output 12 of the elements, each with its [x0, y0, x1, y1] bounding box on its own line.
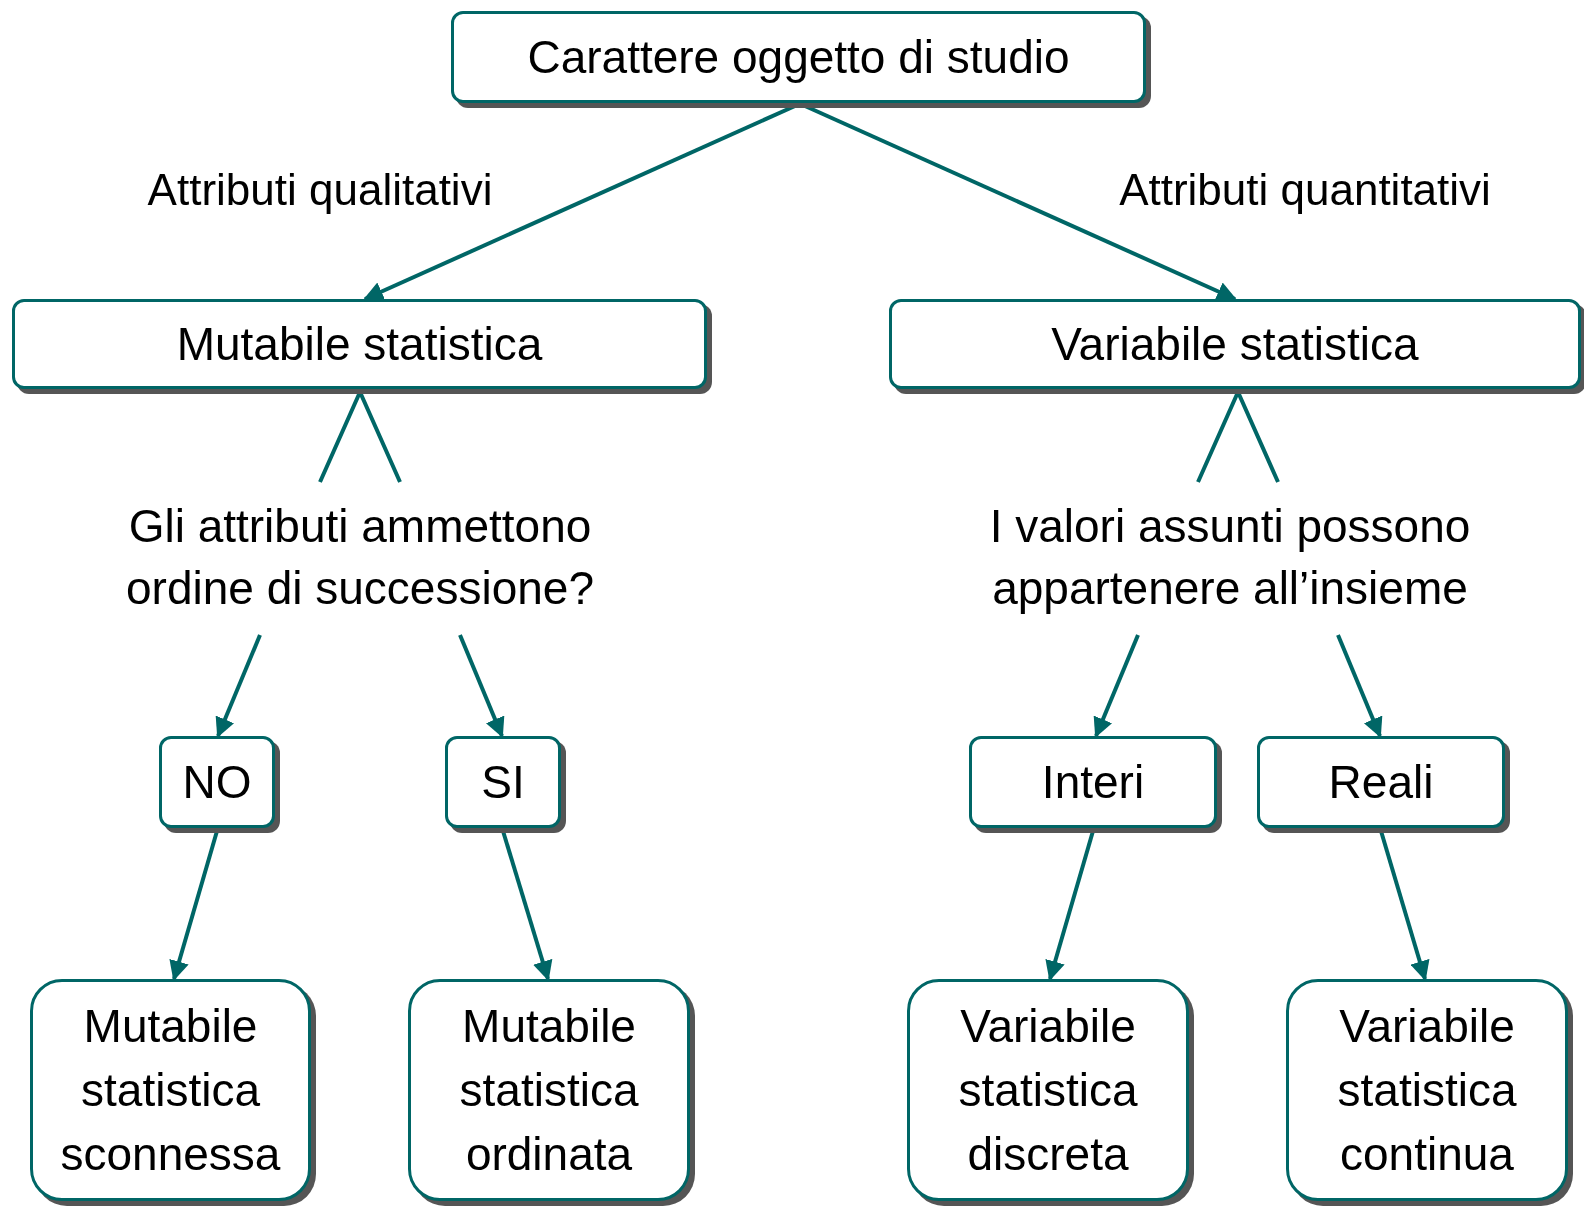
arrow: [215, 634, 262, 738]
question-text: I valori assunti possono appartenere all’insieme: [930, 482, 1530, 632]
arrow: [501, 830, 553, 981]
arrow: [458, 634, 505, 738]
arrow: [169, 830, 219, 981]
arrow: [1379, 830, 1430, 981]
edge-label: Attributi quantitativi: [1118, 164, 1492, 216]
arrow: [1093, 634, 1140, 738]
question-text: Gli attributi ammettono ordine di successione?: [70, 482, 650, 632]
arrow: [1336, 634, 1383, 738]
arrow: [1045, 830, 1095, 981]
edge-label: Attributi qualitativi: [146, 164, 494, 216]
